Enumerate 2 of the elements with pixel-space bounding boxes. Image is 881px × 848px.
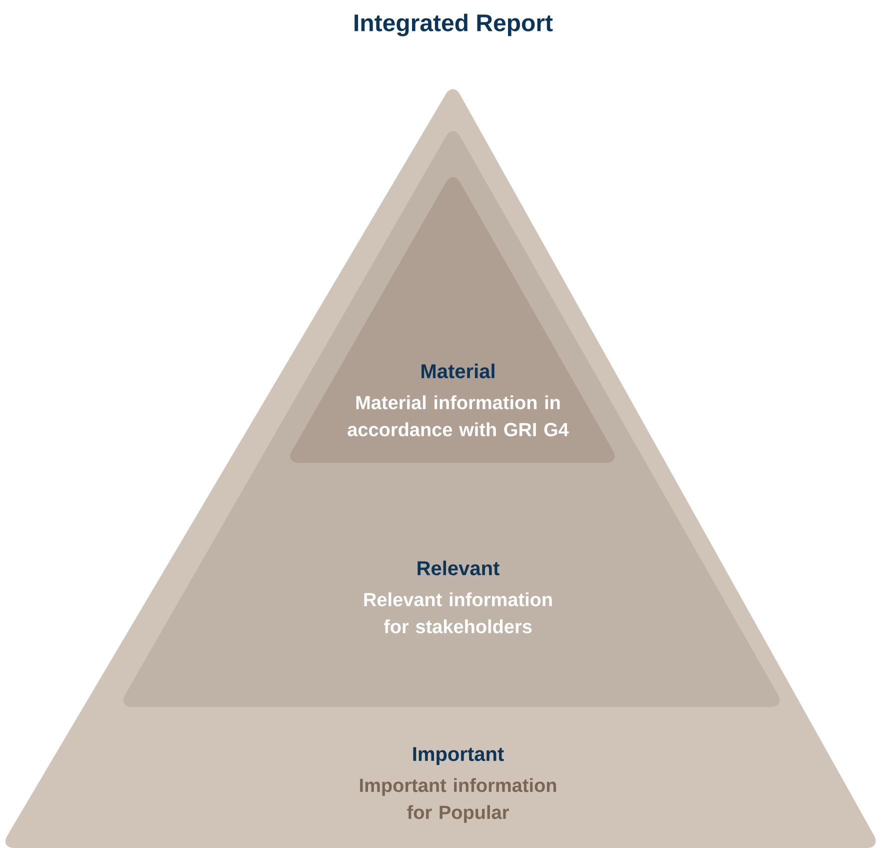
- pyramid-layer: Material Material information in accordance with GRI G4: [290, 177, 615, 463]
- title: Integrated Report: [354, 14, 553, 36]
